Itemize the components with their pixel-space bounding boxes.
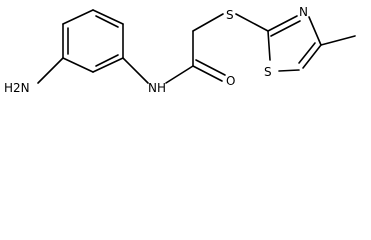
thiazole-ring: N S bbox=[264, 5, 322, 79]
methyl-bond bbox=[320, 35, 356, 46]
amide-nh-label: NH bbox=[148, 81, 166, 95]
double-bond bbox=[302, 44, 322, 69]
bond bbox=[165, 65, 194, 84]
double-bond bbox=[270, 20, 301, 37]
chemical-structure-diagram: H2N NH O S N S bbox=[4, 5, 356, 95]
double-bond bbox=[192, 65, 223, 82]
double-bond bbox=[195, 59, 226, 76]
bond bbox=[192, 13, 224, 32]
bond bbox=[92, 9, 124, 25]
thioether-sulfur-label: S bbox=[226, 8, 234, 22]
thiazole-nitrogen-label: N bbox=[299, 5, 308, 19]
bond bbox=[62, 9, 94, 25]
bond bbox=[267, 30, 271, 61]
carbonyl-oxygen-label: O bbox=[226, 74, 235, 88]
amine-label: H2N bbox=[4, 81, 30, 95]
bond bbox=[37, 57, 64, 84]
bond bbox=[278, 69, 300, 72]
thiazole-sulfur-label: S bbox=[264, 65, 272, 79]
benzene-ring bbox=[62, 9, 124, 73]
double-bond bbox=[95, 54, 119, 67]
bond bbox=[122, 57, 149, 84]
bond bbox=[235, 13, 269, 32]
bond bbox=[92, 57, 124, 73]
double-bond bbox=[95, 15, 119, 28]
bond bbox=[62, 57, 94, 73]
double-bond bbox=[298, 42, 316, 64]
bond bbox=[308, 16, 322, 46]
double-bond bbox=[267, 15, 298, 32]
